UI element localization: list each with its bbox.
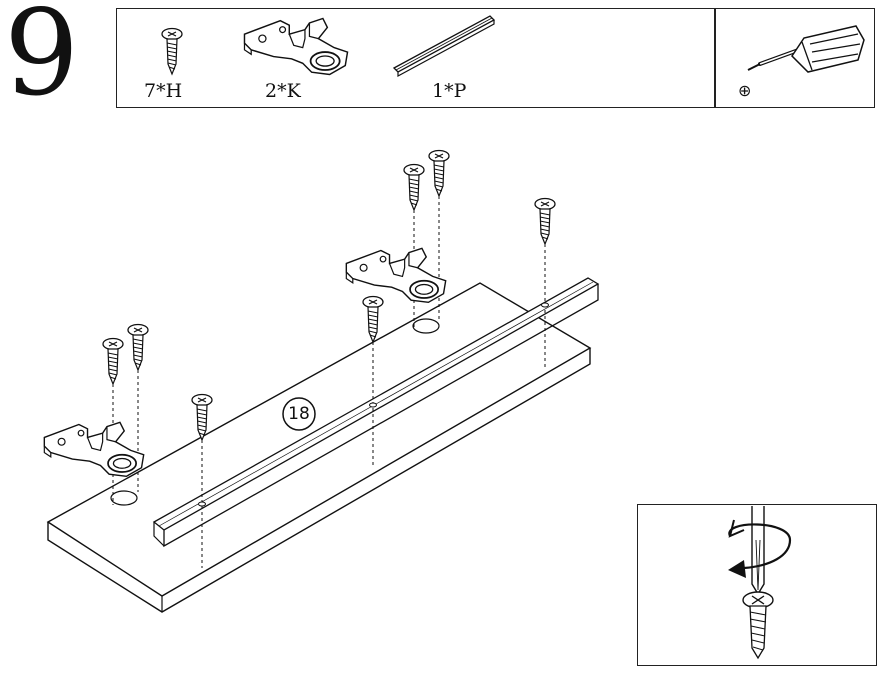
hinge-holes xyxy=(110,318,440,506)
detail-illustration xyxy=(728,506,792,660)
panel-number-circle xyxy=(282,397,316,431)
screw-4 xyxy=(362,295,384,343)
screw-7 xyxy=(534,197,556,245)
screw-icon xyxy=(161,27,183,75)
screw-1 xyxy=(102,337,124,385)
part-label-h: 7*H xyxy=(144,80,183,102)
parts-box xyxy=(116,8,875,108)
screw-5 xyxy=(403,163,425,211)
hinge-bracket-right xyxy=(345,247,447,304)
screw-6 xyxy=(428,149,450,197)
part-label-p: 1*P xyxy=(432,80,467,102)
hinge-bracket-left xyxy=(43,421,145,478)
phillips-screwdriver-icon xyxy=(747,25,865,73)
rail-holes xyxy=(198,302,549,507)
detail-box xyxy=(637,504,877,666)
rail-icon xyxy=(392,15,496,78)
screw-2 xyxy=(127,323,149,371)
panel-number-label: 18 xyxy=(288,404,310,424)
hinge-bracket-icon xyxy=(243,17,349,76)
part-label-k: 2*K xyxy=(265,80,301,102)
tool-divider xyxy=(714,8,716,108)
phillips-symbol-icon: ⊕ xyxy=(738,81,751,100)
step-number: 9 xyxy=(4,0,80,122)
